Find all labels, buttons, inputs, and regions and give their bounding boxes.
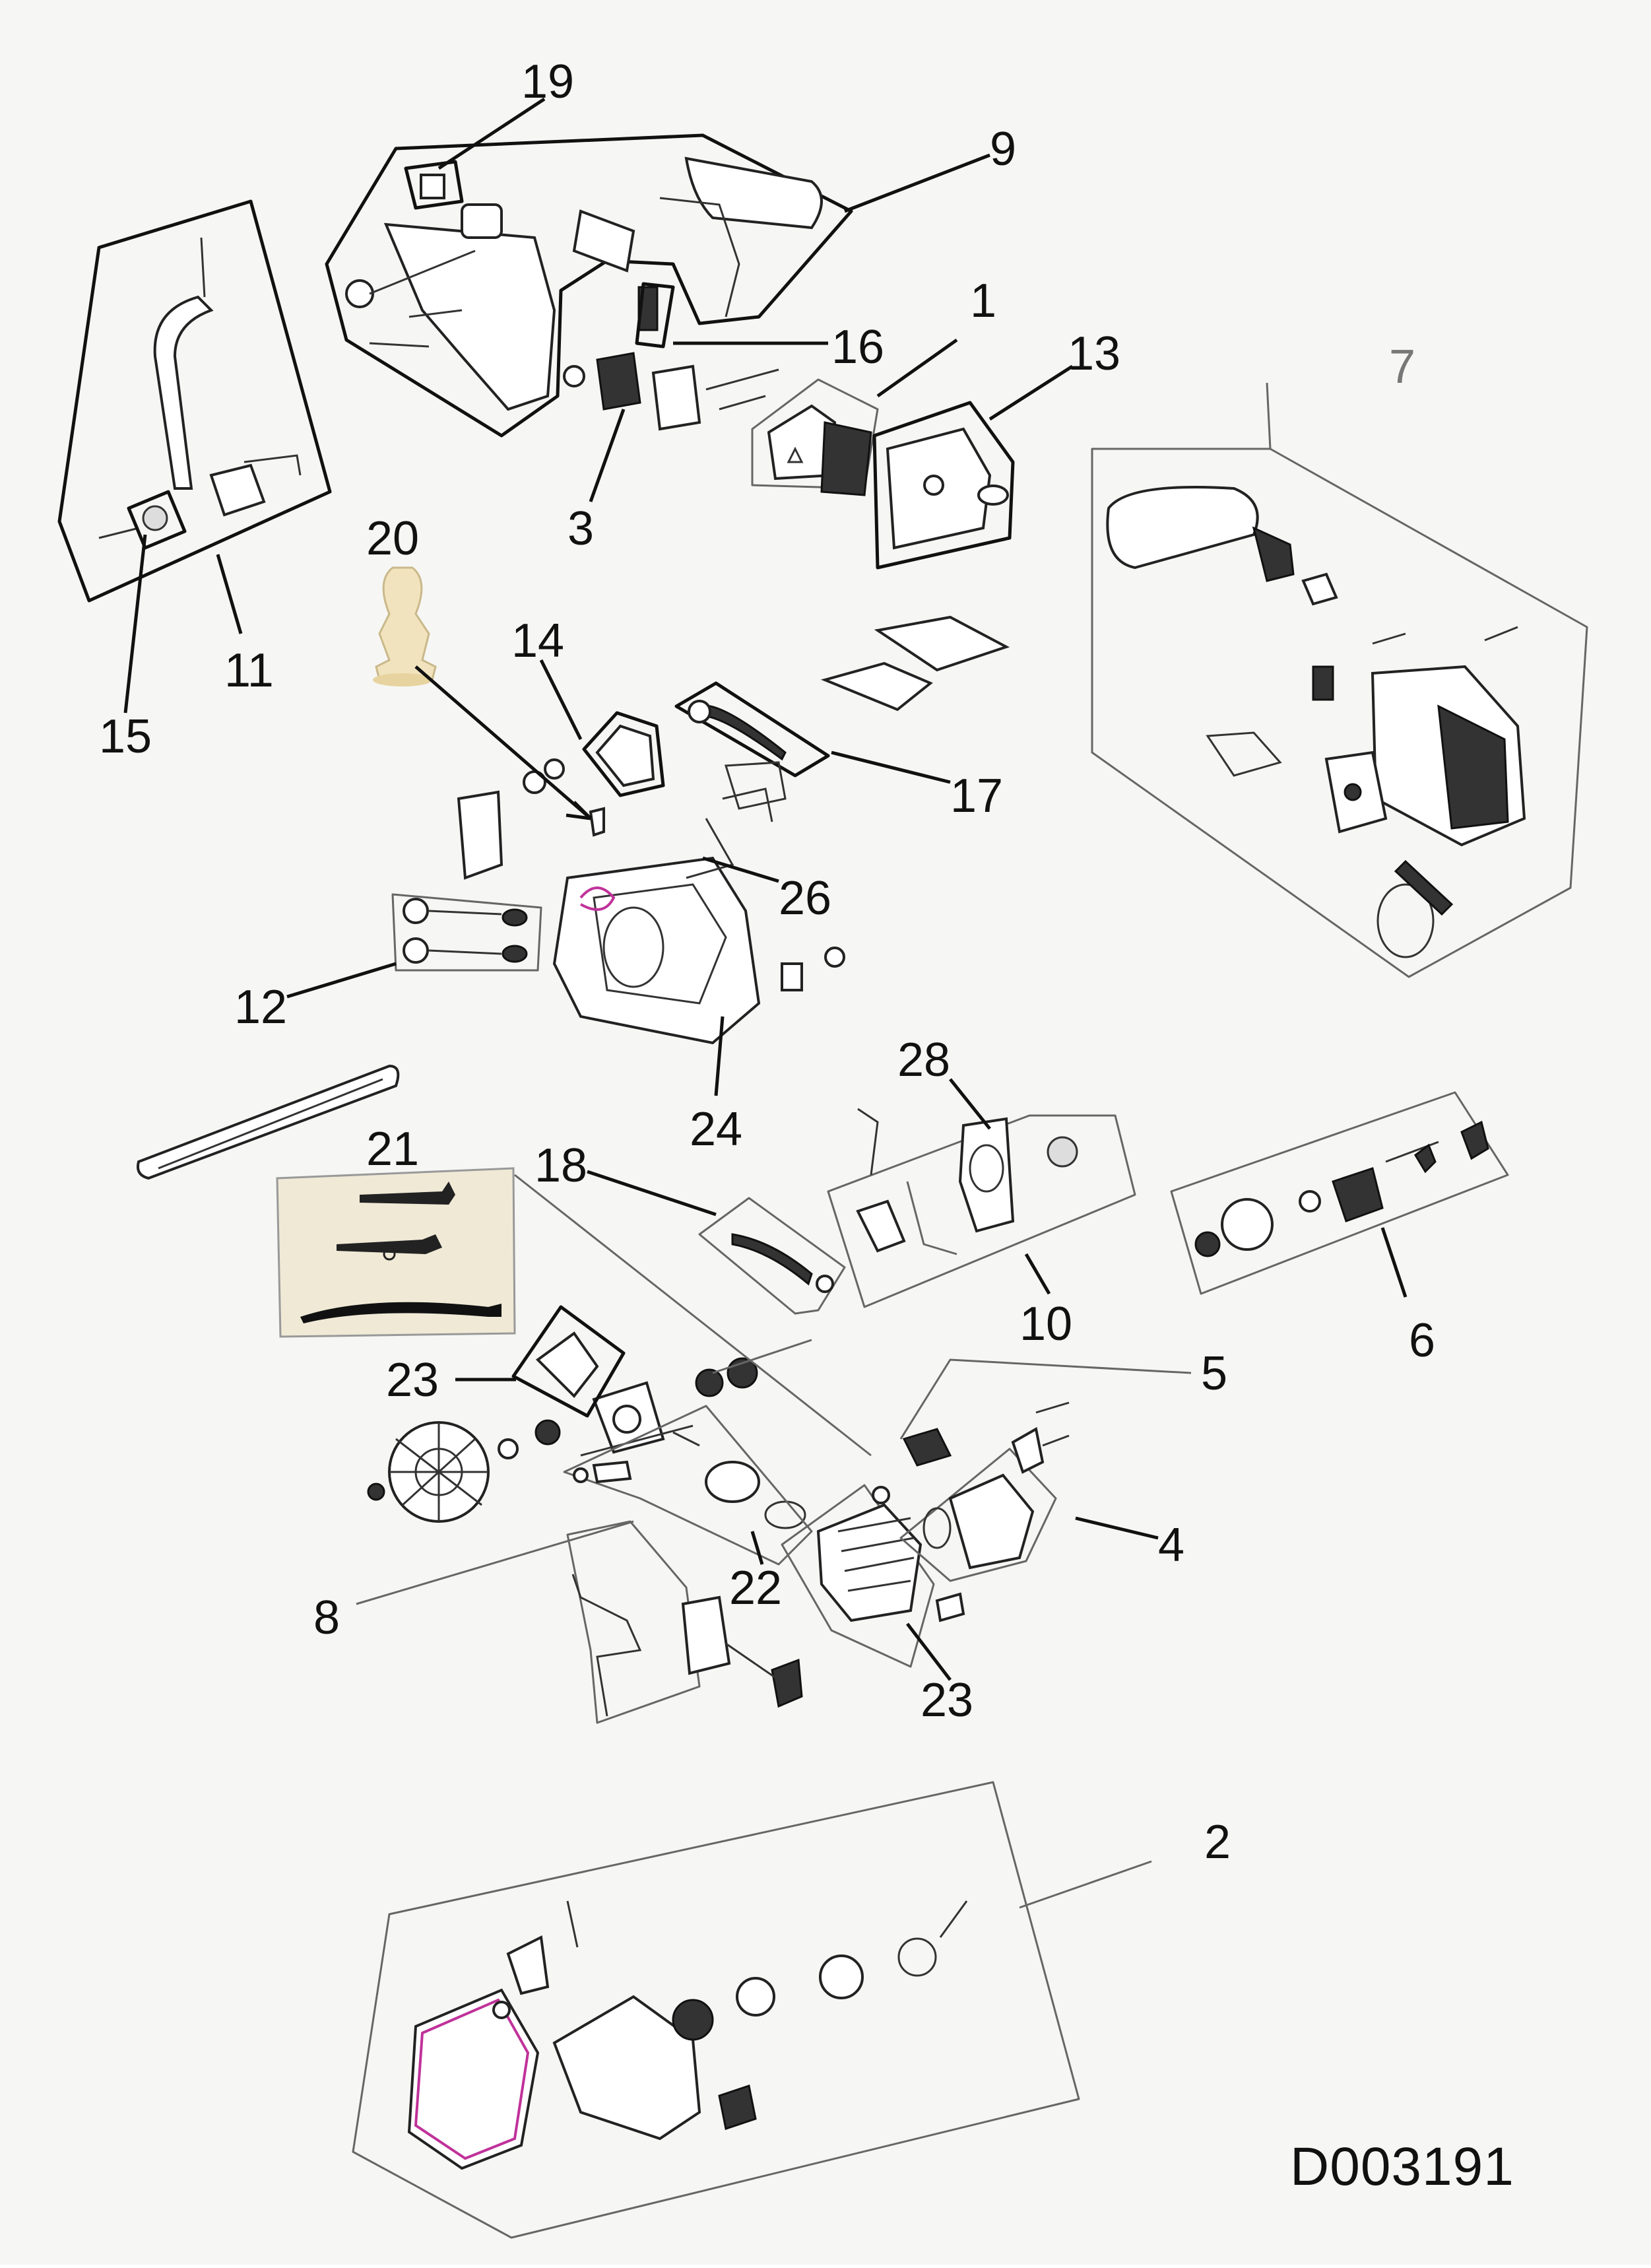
- callout-3: 3: [567, 502, 594, 555]
- group-6-clutch: [1170, 1091, 1509, 1295]
- leader-lines: [123, 97, 1408, 1909]
- callout-6: 6: [1409, 1314, 1435, 1367]
- group-10-oil-pump: [827, 1108, 1136, 1308]
- part-21-photo: [276, 1167, 516, 1338]
- callout-20: 20: [366, 512, 419, 565]
- part-3-carburetor: [563, 352, 779, 431]
- callout-4: 4: [1158, 1519, 1184, 1572]
- callout-21: 21: [366, 1123, 419, 1176]
- part-16-box: [635, 282, 675, 349]
- group-2-starter: [352, 1781, 1080, 2239]
- group-4-muffler: [899, 1401, 1070, 1582]
- group-18-oil-line: [698, 1197, 846, 1315]
- callout-26: 26: [779, 872, 831, 925]
- part-5-muffler-bracket: [872, 1358, 1192, 1504]
- callout-10: 10: [1020, 1298, 1072, 1351]
- callout-12: 12: [234, 981, 287, 1034]
- group-13-cover: [872, 401, 1015, 570]
- callout-22: 22: [729, 1562, 782, 1615]
- callout-17: 17: [950, 770, 1003, 822]
- part-15-box: [127, 490, 187, 550]
- callout-1: 1: [970, 275, 996, 327]
- callout-28: 28: [897, 1034, 950, 1086]
- callout-9: 9: [990, 123, 1016, 176]
- group-8-ignition-coil: [566, 1520, 803, 1724]
- group-7-chain-brake: [1091, 448, 1588, 978]
- group-1-air-filter: [751, 378, 879, 496]
- gasket-plates: [725, 615, 1010, 810]
- callout-18: 18: [534, 1139, 587, 1192]
- part-24-crankcase: [457, 787, 845, 1045]
- group-23-cylinder: [781, 1484, 965, 1668]
- callout-24: 24: [690, 1103, 742, 1156]
- callout-16: 16: [831, 321, 884, 374]
- group-12-av-mounts: [391, 893, 542, 972]
- part-19-box: [404, 160, 464, 210]
- callout-19: 19: [521, 55, 574, 108]
- callout-11: 11: [224, 644, 274, 697]
- callout-23-top: 23: [386, 1354, 439, 1407]
- document-id: D003191: [1290, 2137, 1514, 2197]
- group-17-fuel-line: [674, 681, 830, 778]
- callout-5: 5: [1201, 1347, 1227, 1400]
- group-22-piston-bearings: [563, 1405, 813, 1566]
- group-9-rear-handle: [325, 133, 853, 438]
- callout-14: 14: [511, 615, 564, 667]
- callout-8: 8: [313, 1591, 340, 1644]
- group-14-throttle-trigger: [523, 711, 665, 797]
- callout-labels: 19 9 1 13 16 7 3 20 11 15 14 17 26 12 24…: [99, 55, 1514, 2197]
- group-11-front-handle: [57, 199, 332, 603]
- part-20-primer-bulb: [373, 566, 437, 686]
- callout-15: 15: [99, 710, 152, 763]
- callout-23-bottom: 23: [921, 1674, 973, 1727]
- guide-bar: [137, 1064, 400, 1180]
- callout-2: 2: [1204, 1816, 1231, 1869]
- group-23-crankcase-half: [511, 1305, 626, 1418]
- callout-7: 7: [1389, 341, 1415, 393]
- callout-13: 13: [1068, 327, 1120, 380]
